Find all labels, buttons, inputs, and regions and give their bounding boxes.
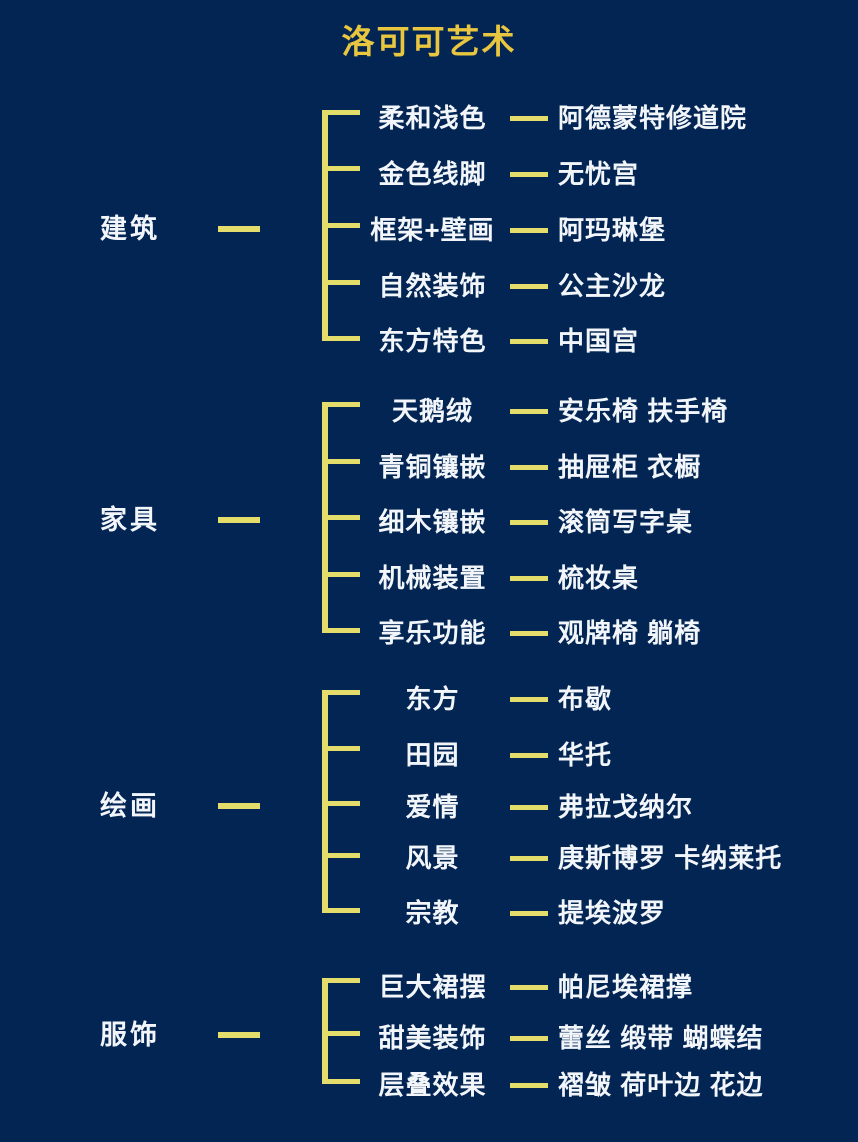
bracket-stub [322,166,360,171]
row-dash [510,753,548,758]
row-dash [510,465,548,470]
feature-label: 风景 [405,843,460,873]
example-label: 蕾丝 缎带 蝴蝶结 [558,1023,764,1053]
example-label: 庚斯博罗 卡纳莱托 [558,843,783,873]
bracket-stub [322,515,360,520]
feature-label: 东方 [405,684,460,714]
example-label: 帕尼埃裙撑 [558,972,694,1002]
category-dash-architecture [218,226,260,232]
category-label-painting: 绘画 [100,791,160,821]
bracket-stub [322,978,360,983]
row-dash [510,1083,548,1088]
row-dash [510,697,548,702]
bracket-stub [322,801,360,806]
example-label: 中国宫 [558,326,640,356]
example-label: 褶皱 荷叶边 花边 [558,1070,764,1100]
example-label: 滚筒写字桌 [558,507,694,537]
example-label: 梳妆桌 [558,563,640,593]
example-label: 提埃波罗 [558,898,667,928]
example-label: 无忧宫 [558,159,640,189]
row-dash [510,339,548,344]
example-label: 弗拉戈纳尔 [558,792,694,822]
category-dash-furniture [218,517,260,523]
page-title: 洛可可艺术 [341,23,517,60]
feature-label: 享乐功能 [378,618,487,648]
feature-label: 天鹅绒 [391,396,473,426]
bracket-stub [322,572,360,577]
feature-label: 金色线脚 [378,159,487,189]
row-dash [510,172,548,177]
example-label: 阿玛琳堡 [558,215,667,245]
feature-label: 甜美装饰 [378,1023,487,1053]
feature-label: 田园 [405,740,460,770]
bracket-stub [322,336,360,341]
example-label: 观牌椅 躺椅 [558,618,702,648]
bracket-stub [322,746,360,751]
bracket-stub [322,280,360,285]
feature-label: 细木镶嵌 [378,507,487,537]
example-label: 阿德蒙特修道院 [558,103,748,133]
row-dash [510,911,548,916]
row-dash [510,805,548,810]
row-dash [510,631,548,636]
bracket-stub [322,908,360,913]
example-label: 公主沙龙 [558,271,667,301]
feature-label: 自然装饰 [378,271,487,301]
row-dash [510,1036,548,1041]
feature-label: 爱情 [405,792,460,822]
example-label: 抽屉柜 衣橱 [558,452,702,482]
row-dash [510,409,548,414]
bracket-stub [322,1031,360,1036]
feature-label: 巨大裙摆 [378,972,487,1002]
bracket-stub [322,628,360,633]
example-label: 安乐椅 扶手椅 [558,396,729,426]
feature-label: 柔和浅色 [378,103,487,133]
bracket-stub [322,223,360,228]
category-dash-painting [218,803,260,809]
category-label-furniture: 家具 [100,505,160,535]
example-label: 布歇 [558,684,613,714]
row-dash [510,116,548,121]
row-dash [510,985,548,990]
feature-label: 层叠效果 [378,1070,487,1100]
row-dash [510,856,548,861]
bracket-stub [322,690,360,695]
category-label-clothing: 服饰 [100,1020,160,1050]
feature-label: 青铜镶嵌 [378,452,487,482]
category-dash-clothing [218,1032,260,1038]
row-dash [510,520,548,525]
example-label: 华托 [558,740,613,770]
row-dash [510,284,548,289]
bracket-stub [322,402,360,407]
bracket-stub [322,459,360,464]
feature-label: 宗教 [405,898,460,928]
feature-label: 框架+壁画 [370,215,495,245]
row-dash [510,228,548,233]
category-label-architecture: 建筑 [100,214,160,244]
bracket-stub [322,110,360,115]
feature-label: 机械装置 [378,563,487,593]
bracket-stub [322,853,360,858]
bracket-stub [322,1079,360,1084]
feature-label: 东方特色 [378,326,487,356]
row-dash [510,576,548,581]
